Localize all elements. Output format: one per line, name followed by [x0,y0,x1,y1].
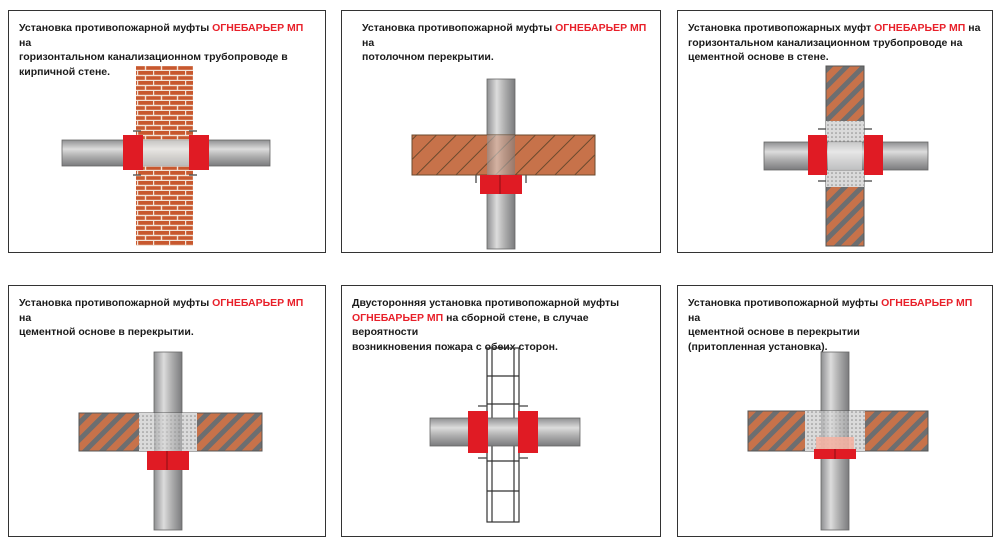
caption-cement-floor: Установка противопожарной муфты ОГНЕБАРЬ… [19,297,304,338]
fire-collar-right [864,135,883,175]
panel-brick-wall: Установка противопожарной муфты ОГНЕБАРЬ… [8,10,326,253]
brick-wall-illustration [61,66,271,246]
recessed-collar-body [816,437,854,449]
panel-drywall: Двусторонняя установка противопожарной м… [341,285,661,537]
panel-recessed: Установка противопожарной муфты ОГНЕБАРЬ… [677,285,993,537]
pipe-sleeve [141,139,189,167]
fire-collar-right [189,135,209,170]
drywall-illustration [429,347,581,523]
pipe-through-slab [487,135,515,175]
fire-collar [147,451,189,470]
recessed-illustration [747,351,929,531]
caption-drywall: Двусторонняя установка противопожарной м… [352,297,620,353]
pipe-through-slab [154,413,182,451]
fire-collar-left [808,135,827,175]
cement-wall-illustration [763,65,929,247]
horizontal-pipe [429,417,581,447]
fire-collar-left [468,411,488,453]
cement-floor-illustration [78,351,263,531]
ceiling-illustration [411,78,596,250]
fire-collar [480,175,522,194]
panel-ceiling: Установка противопожарной муфты ОГНЕБАРЬ… [341,10,661,253]
caption-recessed: Установка противопожарной муфты ОГНЕБАРЬ… [688,297,973,353]
caption-ceiling: Установка противопожарной муфты ОГНЕБАРЬ… [362,22,647,63]
pipe-sleeve [828,142,862,170]
fire-collar-right [518,411,538,453]
caption-brick-wall: Установка противопожарной муфты ОГНЕБАРЬ… [19,22,304,78]
panel-cement-wall: Установка противопожарных муфт ОГНЕБАРЬЕ… [677,10,993,253]
fire-collar-left [123,135,143,170]
panel-cement-floor: Установка противопожарной муфты ОГНЕБАРЬ… [8,285,326,537]
caption-cement-wall: Установка противопожарных муфт ОГНЕБАРЬЕ… [688,22,981,63]
